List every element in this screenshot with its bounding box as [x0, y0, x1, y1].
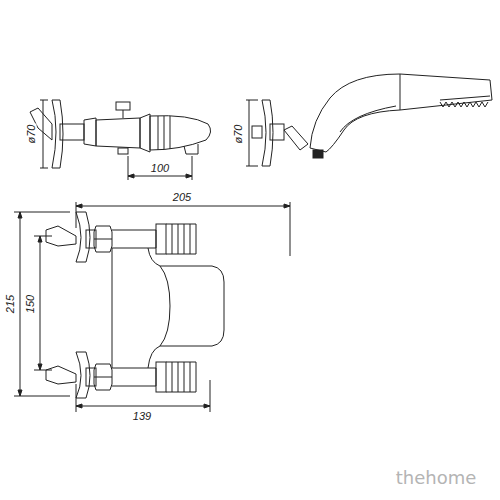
faucet-front-view	[14, 202, 290, 412]
dimension-label: ø70	[233, 124, 244, 145]
dimension-label: 215	[5, 294, 16, 314]
dimension-label: 205	[172, 192, 192, 203]
dimension-label: 150	[25, 294, 36, 314]
shower-head-view	[246, 74, 492, 166]
faucet-side-view	[30, 100, 211, 180]
dimension-label: 139	[132, 411, 152, 422]
watermark: thehome	[395, 469, 478, 487]
dimension-label: ø70	[26, 124, 37, 145]
dimension-label: 100	[150, 163, 170, 174]
